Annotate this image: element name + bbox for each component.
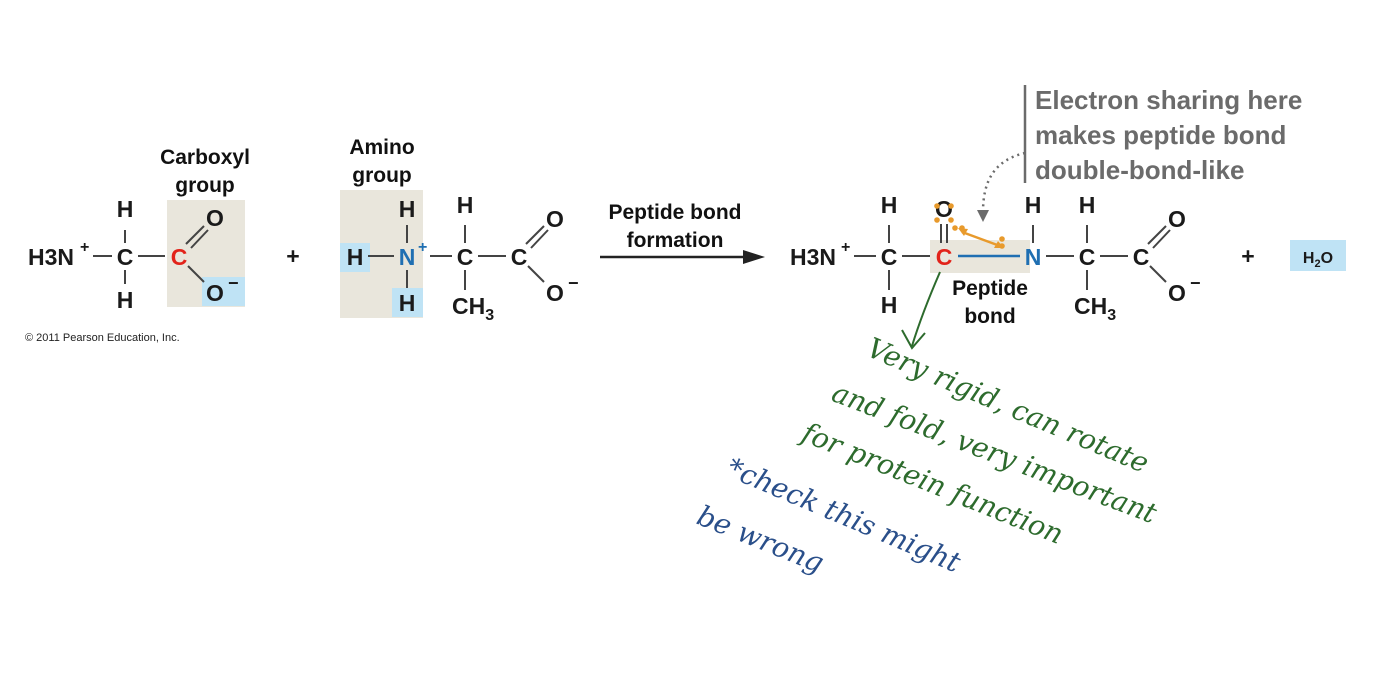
r2-h-left: H xyxy=(347,244,364,270)
plus-sign-2: + xyxy=(1241,243,1254,269)
amino-h-left-highlight xyxy=(340,243,370,272)
p-ch3: CH3 xyxy=(1074,293,1116,324)
p-o-double: O xyxy=(1168,206,1186,232)
water-molecule: H2O xyxy=(1290,240,1346,271)
r2-o-double: O xyxy=(546,206,564,232)
p-c-alpha2: C xyxy=(1079,244,1096,270)
peptide-bond-label-line2: bond xyxy=(964,305,1015,328)
r2-n: N xyxy=(399,244,416,270)
p-o-minus: O xyxy=(1168,280,1186,306)
p-o-charge: − xyxy=(1190,273,1201,293)
p-c-alpha1: C xyxy=(881,244,898,270)
plus-sign-1: + xyxy=(286,243,299,269)
r2-o-minus: O xyxy=(546,280,564,306)
r1-o-charge: − xyxy=(228,273,239,293)
copyright-notice: © 2011 Pearson Education, Inc. xyxy=(25,332,180,344)
r2-h-n-top: H xyxy=(399,196,416,222)
r2-ch3: CH3 xyxy=(452,293,494,324)
r2-c-carboxyl: C xyxy=(511,244,528,270)
electron-resonance-arrow xyxy=(961,230,1001,248)
carboxyl-label-line1: Carboxyl xyxy=(160,146,250,169)
p-c-carboxyl: C xyxy=(1133,244,1150,270)
callout-line2: makes peptide bond xyxy=(1035,120,1286,150)
p-h3n-charge: + xyxy=(841,239,850,256)
p-h-c2: H xyxy=(1079,192,1096,218)
r2-o-charge: − xyxy=(568,273,579,293)
p-h-bottom: H xyxy=(881,292,898,318)
carboxyl-oxygen-highlight xyxy=(202,277,245,306)
arrow-label-line2: formation xyxy=(627,229,724,252)
callout-dotted-pointer xyxy=(981,151,1026,213)
r1-h-bottom: H xyxy=(117,287,134,313)
r1-o-double: O xyxy=(206,205,224,231)
r2-h-n-bottom: H xyxy=(399,290,416,316)
amino-label-line1: Amino xyxy=(349,136,414,159)
r1-o-minus: O xyxy=(206,280,224,306)
product: H3N + C H H C O N H C H CH3 C O O − Pept… xyxy=(790,192,1201,328)
p-h-n: H xyxy=(1025,192,1042,218)
r1-h-top: H xyxy=(117,196,134,222)
reaction-arrow: Peptide bond formation xyxy=(600,201,765,264)
reactant-1: Carboxyl group H3N + C H H C O O − xyxy=(28,146,250,313)
arrow-head xyxy=(743,250,765,264)
callout-line3: double-bond-like xyxy=(1035,155,1244,185)
r1-c-carboxyl: C xyxy=(171,244,188,270)
r1-c-alpha: C xyxy=(117,244,134,270)
callout-line1: Electron sharing here xyxy=(1035,85,1302,115)
water-highlight xyxy=(1290,240,1346,271)
r2-c-alpha: C xyxy=(457,244,474,270)
arrow-label-line1: Peptide bond xyxy=(609,201,742,224)
r2-h-c-top: H xyxy=(457,192,474,218)
p-o-carbonyl: O xyxy=(935,196,953,222)
water-formula: H2O xyxy=(1303,250,1333,270)
reactant-2: Amino group H N + H H C H CH3 C O O − xyxy=(340,136,579,324)
p-c-carbonyl: C xyxy=(936,244,953,270)
p-h-top: H xyxy=(881,192,898,218)
r2-n-charge: + xyxy=(418,239,427,256)
r1-h3n: H3N xyxy=(28,244,74,270)
r1-h3n-charge: + xyxy=(80,239,89,256)
carboxyl-label-line2: group xyxy=(175,174,234,197)
p-h3n: H3N xyxy=(790,244,836,270)
amino-label-line2: group xyxy=(352,164,411,187)
peptide-bond-label-line1: Peptide xyxy=(952,277,1028,300)
electron-sharing-callout: Electron sharing here makes peptide bond… xyxy=(977,85,1302,222)
p-n: N xyxy=(1025,244,1042,270)
green-ink-pointer xyxy=(911,271,941,347)
amino-h-bottom-highlight xyxy=(392,288,423,317)
